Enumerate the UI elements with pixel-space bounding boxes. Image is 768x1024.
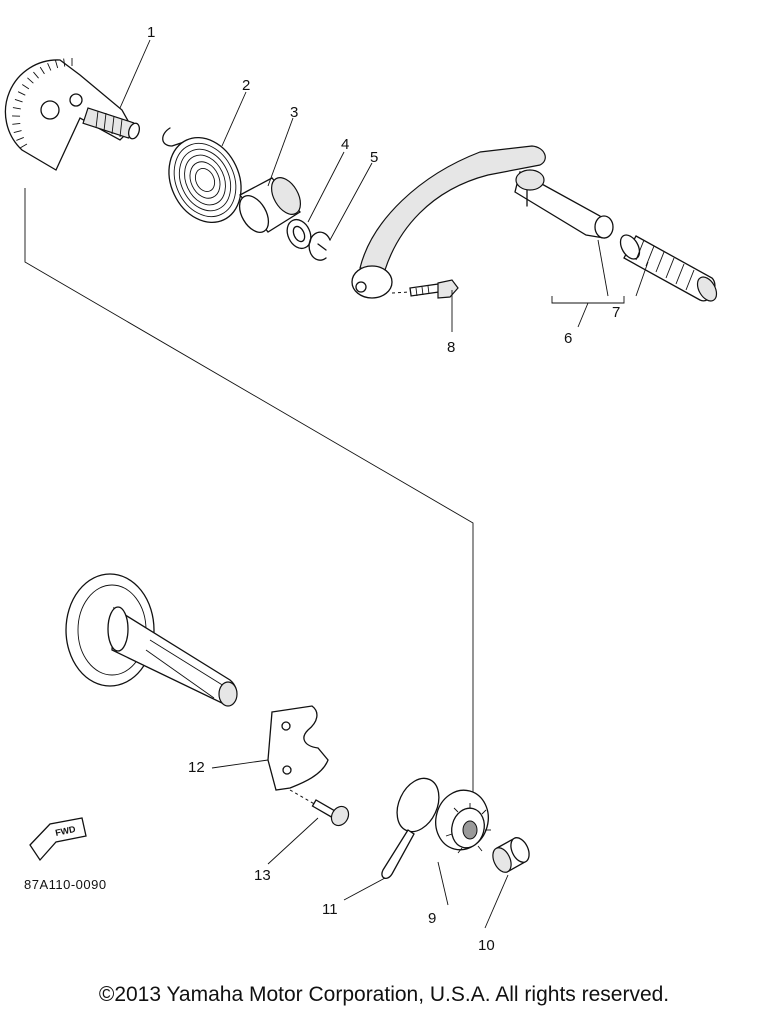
kick-crank-arm — [351, 145, 614, 299]
gear-tooth — [17, 91, 26, 96]
callout-1: 1 — [147, 24, 155, 41]
gear-tooth — [39, 66, 45, 75]
callout-3: 3 — [290, 104, 298, 121]
gear-tooth — [55, 60, 59, 69]
assembly-alignment-line — [24, 188, 474, 805]
callout-10: 10 — [478, 937, 495, 954]
kick-pinion-gear — [435, 789, 491, 854]
plate-screw — [289, 789, 350, 827]
gear-tooth — [13, 130, 22, 133]
forward-direction-badge: FWD — [29, 817, 87, 862]
crank-grip — [619, 234, 718, 302]
callout-5: 5 — [370, 149, 378, 166]
gear-tooth — [14, 99, 23, 103]
leader-lines — [119, 39, 649, 929]
callout-12: 12 — [188, 759, 205, 776]
callout-6: 6 — [564, 330, 572, 347]
crank-bolt — [391, 279, 459, 299]
gear-tooth — [12, 122, 21, 125]
callout-13: 13 — [254, 867, 271, 884]
callout-2: 2 — [242, 77, 250, 94]
gear-tooth — [33, 71, 39, 79]
washer — [286, 218, 312, 250]
callout-9: 9 — [428, 910, 436, 927]
circlip — [308, 231, 331, 261]
kick-shaft — [65, 573, 238, 707]
pinion-bushing — [492, 837, 530, 873]
gear-tooth — [47, 63, 52, 71]
callout-numbers: 1 2 3 4 5 6 7 8 9 10 11 12 13 — [147, 24, 620, 954]
gear-tooth — [16, 137, 24, 141]
callout-7: 7 — [612, 304, 620, 321]
kick-spring — [162, 127, 242, 224]
gear-tooth — [27, 77, 34, 84]
gear-tooth — [19, 143, 28, 149]
fwd-badge-text: FWD — [54, 824, 77, 838]
diagram-code: 87A110-0090 — [24, 877, 107, 892]
spring-guide-collar — [238, 177, 302, 233]
callout-8: 8 — [447, 339, 455, 356]
kick-gear-shaft — [4, 58, 141, 171]
callout-4: 4 — [341, 136, 349, 153]
copyright-notice: ©2013 Yamaha Motor Corporation, U.S.A. A… — [98, 983, 670, 1006]
gear-tooth — [12, 107, 21, 110]
gear-tooth — [63, 58, 66, 67]
gear-tooth — [22, 84, 30, 90]
callout-11: 11 — [322, 901, 338, 918]
stopper-plate — [267, 705, 329, 791]
